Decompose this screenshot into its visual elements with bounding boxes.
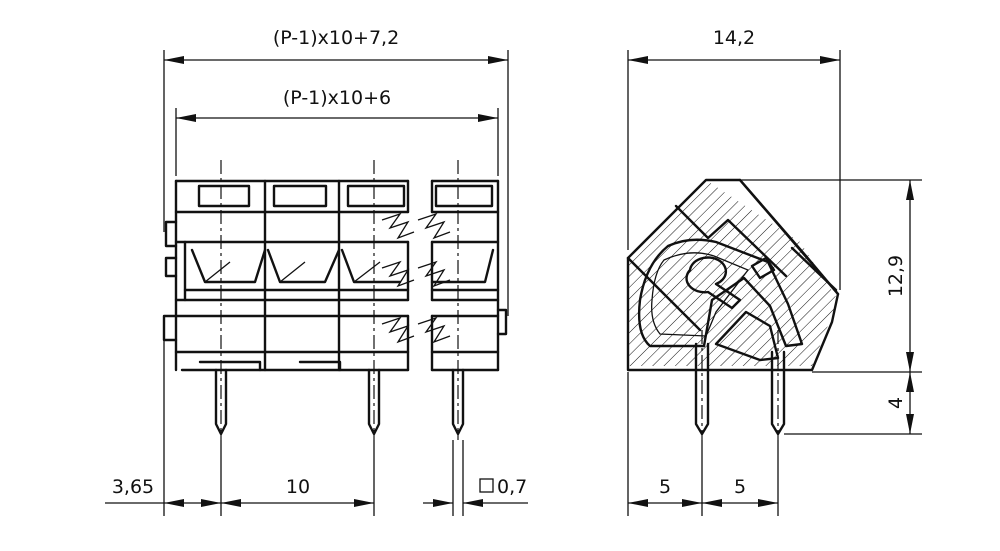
pin-pitch-left-label: 5 xyxy=(659,476,671,498)
pin-length-label: 4 xyxy=(885,397,907,409)
body-top-strip xyxy=(174,179,500,372)
dimension-depth: 14,2 xyxy=(627,27,841,290)
spring-clamp xyxy=(637,238,804,348)
overall-width-label: (P-1)x10+7,2 xyxy=(273,27,399,49)
release-keyhole xyxy=(685,256,742,310)
side-view: 14,2 12,9 4 5 5 xyxy=(626,27,922,516)
depth-label: 14,2 xyxy=(713,27,755,49)
inner-width-label: (P-1)x10+6 xyxy=(283,87,391,109)
pin-pitch-right-label: 5 xyxy=(734,476,746,498)
break-lines xyxy=(381,179,451,372)
front-view: (P-1)x10+7,2 (P-1)x10+6 3,65 10 xyxy=(105,27,528,516)
dimension-pin-size: 0,7 xyxy=(423,440,528,516)
body-lower-band xyxy=(162,220,508,372)
front-pins xyxy=(214,368,465,436)
dimension-bottom-chain: 3,65 10 xyxy=(105,334,375,516)
dimension-overall-width: (P-1)x10+7,2 xyxy=(163,27,509,316)
height-label: 12,9 xyxy=(885,255,907,297)
dimension-inner-width: (P-1)x10+6 xyxy=(175,87,499,176)
square-section-symbol xyxy=(479,478,494,493)
dimension-pin-pitch: 5 5 xyxy=(627,372,779,516)
side-centre-lines xyxy=(701,330,779,440)
housing-section-hatch xyxy=(628,180,838,366)
body-middle-band xyxy=(174,240,500,302)
pin-size-label: 0,7 xyxy=(497,476,527,498)
edge-offset-label: 3,65 xyxy=(112,476,154,498)
pitch-label: 10 xyxy=(286,476,310,498)
front-centre-lines xyxy=(220,160,459,440)
dimension-heights: 12,9 4 xyxy=(740,179,922,435)
